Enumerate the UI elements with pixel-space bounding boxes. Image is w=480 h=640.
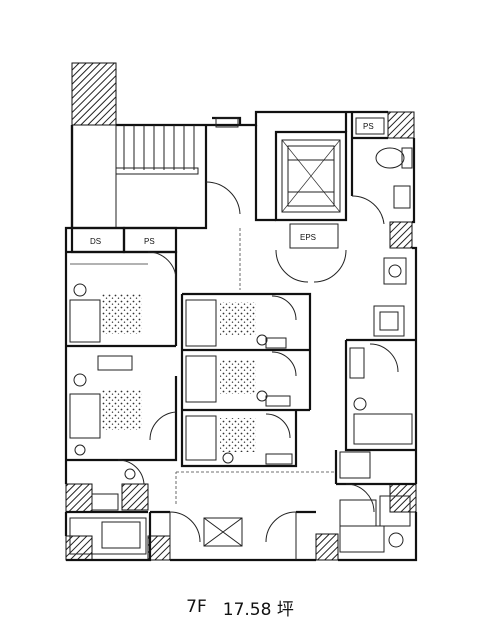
pillar-top-left (71, 62, 117, 126)
right-unit-walls (334, 338, 416, 486)
outer-wall (64, 110, 418, 562)
left-room-1 (69, 251, 177, 343)
pillar-bottom-right (389, 483, 417, 513)
pillar-lower-left-mid (121, 483, 149, 511)
right-unit-1 (349, 343, 413, 445)
pillar-right-mid (389, 221, 413, 249)
corridor-dash (175, 228, 336, 504)
floor-label: 7F (186, 597, 207, 617)
toilet-room-wall (350, 112, 388, 196)
core-wall (254, 112, 348, 222)
stairs (115, 125, 199, 228)
middle-unit-1 (185, 295, 297, 349)
eps-label: EPS (300, 233, 316, 242)
elevator-cross (281, 139, 341, 213)
right-unit-2 (339, 451, 411, 553)
pillar-bottom-right-2 (315, 533, 339, 561)
stair-wall (70, 125, 208, 230)
elevator-car (281, 139, 341, 213)
left-room-walls (66, 250, 178, 462)
stair-door (205, 181, 241, 215)
elevator-shaft (274, 130, 348, 222)
middle-unit-3 (185, 413, 293, 465)
ds-label: DS (90, 237, 101, 246)
bottom-left-unit (66, 459, 148, 555)
middle-unit-walls (180, 292, 312, 468)
floor-plan: PS DS PS EPS (64, 62, 418, 562)
eps-shaft (289, 223, 339, 249)
sink-top-right (393, 185, 411, 209)
left-room-2 (69, 355, 177, 456)
floor-caption: 7F 17.58 坪 (0, 592, 480, 622)
pillar-top-right (387, 111, 415, 139)
pillar-lower-left-mid-2 (147, 535, 171, 561)
toilet-fixture (375, 147, 413, 169)
pillar-bottom-left (65, 483, 93, 513)
ps-box-top (355, 117, 385, 135)
elevator-inner (287, 145, 335, 207)
middle-unit-2 (185, 351, 297, 407)
toilet-door (351, 195, 385, 225)
entrance-hall (150, 510, 316, 560)
ps-label: PS (144, 237, 155, 246)
corridor-door-2 (313, 249, 347, 283)
right-service (373, 257, 407, 337)
area-label: 17.58 坪 (222, 599, 294, 620)
vent-box (215, 117, 239, 128)
corridor-door-1 (275, 249, 309, 283)
ps-label-top: PS (363, 122, 374, 131)
